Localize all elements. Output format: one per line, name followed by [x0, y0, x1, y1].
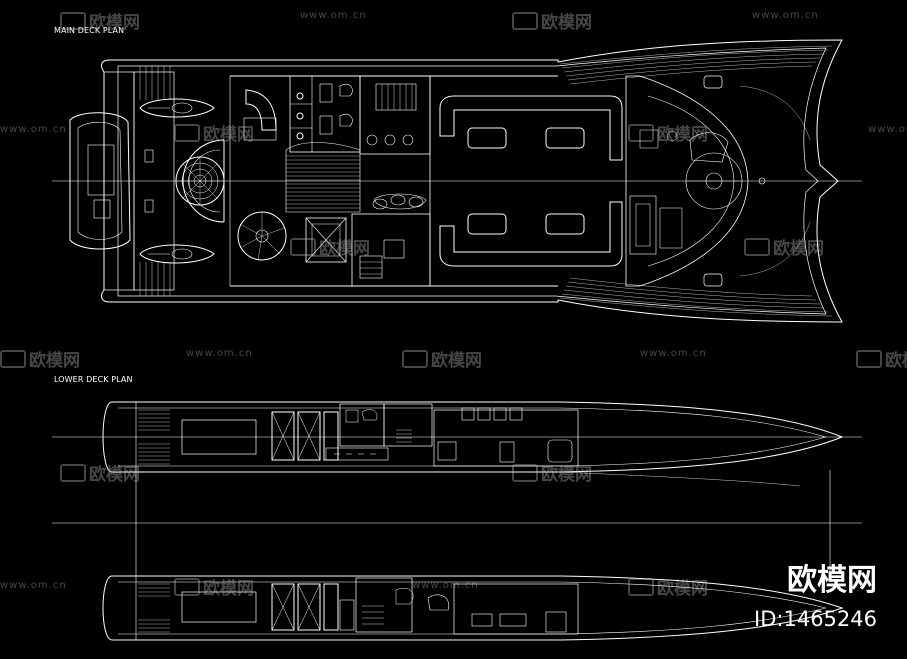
brand-logo-text: 欧模网 [787, 563, 877, 598]
main-deck-plan [52, 39, 862, 323]
lower-deck-hull-upper [52, 401, 862, 473]
main-deck-plan-title: MAIN DECK PLAN [54, 26, 125, 35]
jet-ski-top [139, 98, 215, 118]
lower-deck-hull-lower [102, 575, 844, 641]
brand-id: ID:1465246 [754, 607, 877, 631]
main-deck-hull-outline [101, 39, 843, 323]
lower-deck-plan-title: LOWER DECK PLAN [54, 375, 133, 384]
jet-ski-bottom [139, 244, 215, 264]
